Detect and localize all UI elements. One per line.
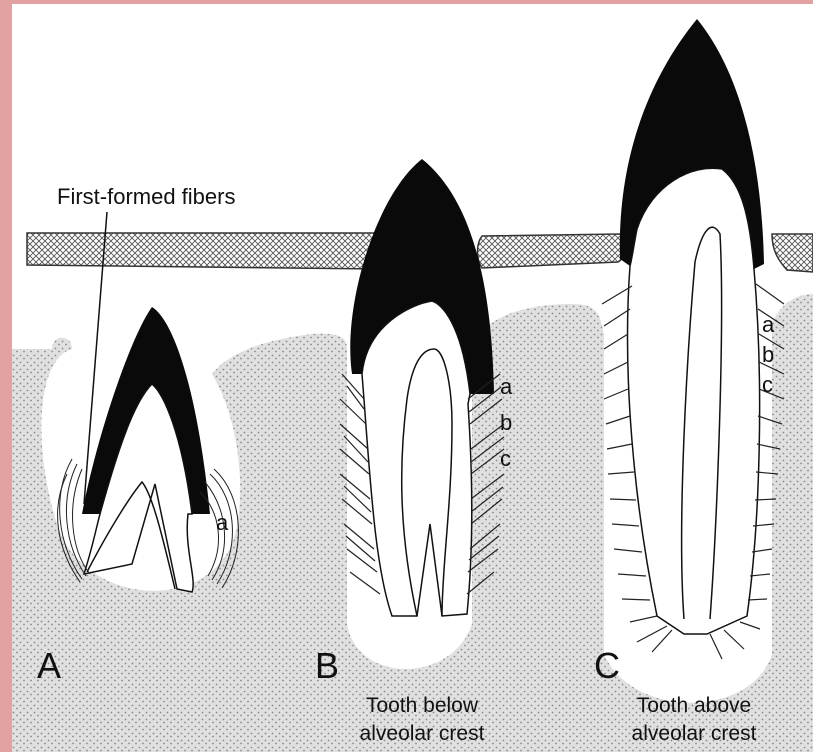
- fiber-label-b-tooth-b: b: [500, 412, 512, 434]
- figure-frame: First-formed fibers a a b c a b c A B C …: [12, 4, 813, 752]
- caption-tooth-below-line2: alveolar crest: [337, 720, 507, 748]
- caption-tooth-below: Tooth below alveolar crest: [337, 692, 507, 748]
- fiber-label-c-tooth-b: c: [500, 448, 511, 470]
- fiber-label-a-tooth-a: a: [216, 512, 228, 534]
- tooth-eruption-diagram: [12, 4, 813, 752]
- first-formed-fibers-label: First-formed fibers: [57, 186, 235, 208]
- caption-tooth-above: Tooth above alveolar crest: [609, 692, 779, 748]
- panel-label-b: B: [315, 648, 339, 684]
- caption-tooth-above-line1: Tooth above: [609, 692, 779, 720]
- gingiva-middle: [478, 234, 625, 268]
- fiber-label-b-tooth-c: b: [762, 344, 774, 366]
- caption-tooth-below-line1: Tooth below: [337, 692, 507, 720]
- fiber-label-a-tooth-b: a: [500, 376, 512, 398]
- tooth-a: [58, 307, 239, 592]
- fiber-label-a-tooth-c: a: [762, 314, 774, 336]
- tooth-b-dentin: [362, 301, 472, 616]
- fiber-label-c-tooth-c: c: [762, 374, 773, 396]
- panel-label-a: A: [37, 648, 61, 684]
- gingiva-left: [27, 233, 383, 269]
- panel-label-c: C: [594, 648, 620, 684]
- caption-tooth-above-line2: alveolar crest: [609, 720, 779, 748]
- tooth-c-dentin: [628, 168, 760, 634]
- tooth-c: [602, 19, 784, 659]
- gingiva-right: [772, 234, 813, 272]
